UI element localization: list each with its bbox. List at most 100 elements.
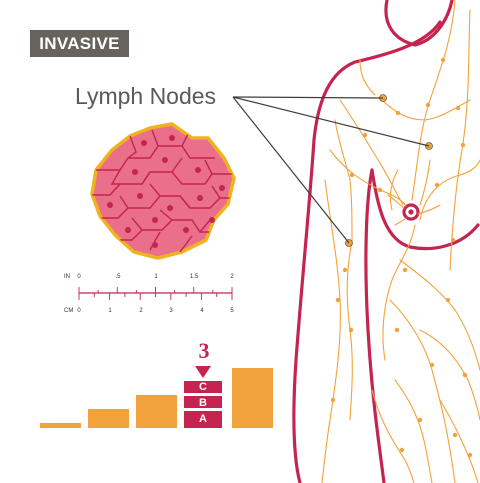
shoulder-torso-line: [292, 20, 442, 483]
lymph-node: [377, 187, 383, 193]
cm-tick-label: 1: [108, 308, 112, 314]
nucleus: [137, 193, 143, 199]
nucleus: [219, 185, 225, 191]
inch-tick-label: 1: [154, 274, 158, 280]
stage-number: 3: [198, 338, 210, 363]
staging-bars: [40, 368, 273, 428]
ruler-inch-unit: IN: [64, 274, 70, 280]
nucleus: [141, 140, 147, 146]
lymph-node: [394, 327, 400, 333]
lymph-node: [450, 237, 456, 243]
lymph-vessel: [339, 99, 404, 206]
ruler-ticks: [78, 287, 233, 300]
stage-bar-1: [40, 423, 81, 428]
lymph-node: [445, 297, 451, 303]
inch-tick-label: 1.5: [190, 274, 199, 280]
lymph-node: [348, 327, 354, 333]
nucleus: [195, 167, 201, 173]
cm-tick-label: 3: [169, 308, 173, 314]
nucleus: [162, 157, 168, 163]
lymph-node: [417, 417, 423, 423]
leader-line-armpit: [232, 96, 384, 99]
stage-bar-3: [136, 395, 177, 428]
cm-tick-label: 5: [230, 308, 234, 314]
nucleus: [183, 227, 189, 233]
lymph-node: [452, 432, 458, 438]
lymph-vessel: [419, 329, 480, 421]
lymph-node: [342, 267, 348, 273]
lymph-vessel: [387, 194, 405, 209]
grade-block-c: [184, 381, 222, 393]
lymph-node: [455, 105, 461, 111]
body-outline: [292, 0, 480, 483]
lymph-vessel: [399, 259, 480, 371]
arm-line: [364, 168, 386, 483]
stage-4-grade-stack: [184, 381, 222, 428]
nucleus: [107, 202, 113, 208]
nucleus: [132, 169, 138, 175]
lymph-nodes-label: Lymph Nodes: [75, 83, 217, 109]
cm-tick-label: 0: [77, 308, 81, 314]
leader-line-chest: [232, 96, 430, 147]
lymph-node: [395, 110, 401, 116]
lymph-node: [399, 447, 405, 453]
lymph-vessel: [389, 169, 399, 211]
nucleus: [152, 217, 158, 223]
cm-tick-label: 2: [139, 308, 143, 314]
lymph-vessel: [321, 179, 341, 483]
grade-block-b: [184, 396, 222, 408]
invasive-badge: INVASIVE: [30, 30, 129, 57]
ruler: IN CM 0 .5 1 1.5 2 0 1 2 3 4 5: [64, 274, 234, 314]
nucleus: [152, 242, 158, 248]
lymph-node: [402, 267, 408, 273]
lymph-node-dots: [330, 57, 473, 458]
nucleus: [209, 217, 215, 223]
cancer-cell-cluster: [90, 122, 236, 260]
lymph-node: [460, 142, 466, 148]
grade-label-b: B: [199, 397, 207, 409]
lymph-vessel: [379, 97, 471, 121]
stage-bar-5: [232, 368, 273, 428]
lymph-node: [440, 57, 446, 63]
cell-nuclei: [107, 135, 225, 248]
cm-tick-label: 4: [200, 308, 204, 314]
cell-walls: [92, 129, 234, 253]
inch-tick-label: .5: [115, 274, 121, 280]
callout-nodes: [345, 94, 433, 247]
grade-block-a: [184, 411, 222, 428]
lymph-node: [467, 452, 473, 458]
leader-line-arm: [232, 96, 350, 244]
nipple-inner: [408, 209, 414, 215]
nucleus: [169, 135, 175, 141]
lymph-vessel: [394, 217, 407, 226]
neck-line: [384, 0, 454, 47]
breast-contour: [370, 168, 480, 251]
lymph-vessel: [439, 399, 479, 483]
lymph-vessel: [449, 9, 471, 271]
lymph-vessel: [419, 159, 431, 206]
lymph-node: [362, 132, 368, 138]
nipple-outer: [402, 203, 420, 221]
lymph-vessel: [417, 204, 441, 215]
lymph-vessel: [411, 0, 456, 201]
lymph-vessel: [394, 379, 433, 483]
stage-bar-2: [88, 409, 129, 428]
inch-tick-label: 2: [230, 274, 234, 280]
lymph-vessel: [389, 299, 456, 483]
lymph-node: [330, 397, 336, 403]
ruler-cm-unit: CM: [64, 308, 73, 314]
grade-label-a: A: [199, 413, 207, 425]
lymph-vessel: [334, 119, 353, 243]
lymph-node: [349, 172, 355, 178]
lymph-node: [335, 297, 341, 303]
stage-marker-arrow: [195, 366, 211, 378]
grade-label-c: C: [199, 381, 207, 393]
lymph-node: [434, 182, 440, 188]
inch-tick-label: 0: [77, 274, 81, 280]
nucleus: [197, 195, 203, 201]
lymph-node: [425, 102, 431, 108]
lymph-node: [462, 372, 468, 378]
lymph-vessel: [359, 59, 376, 96]
